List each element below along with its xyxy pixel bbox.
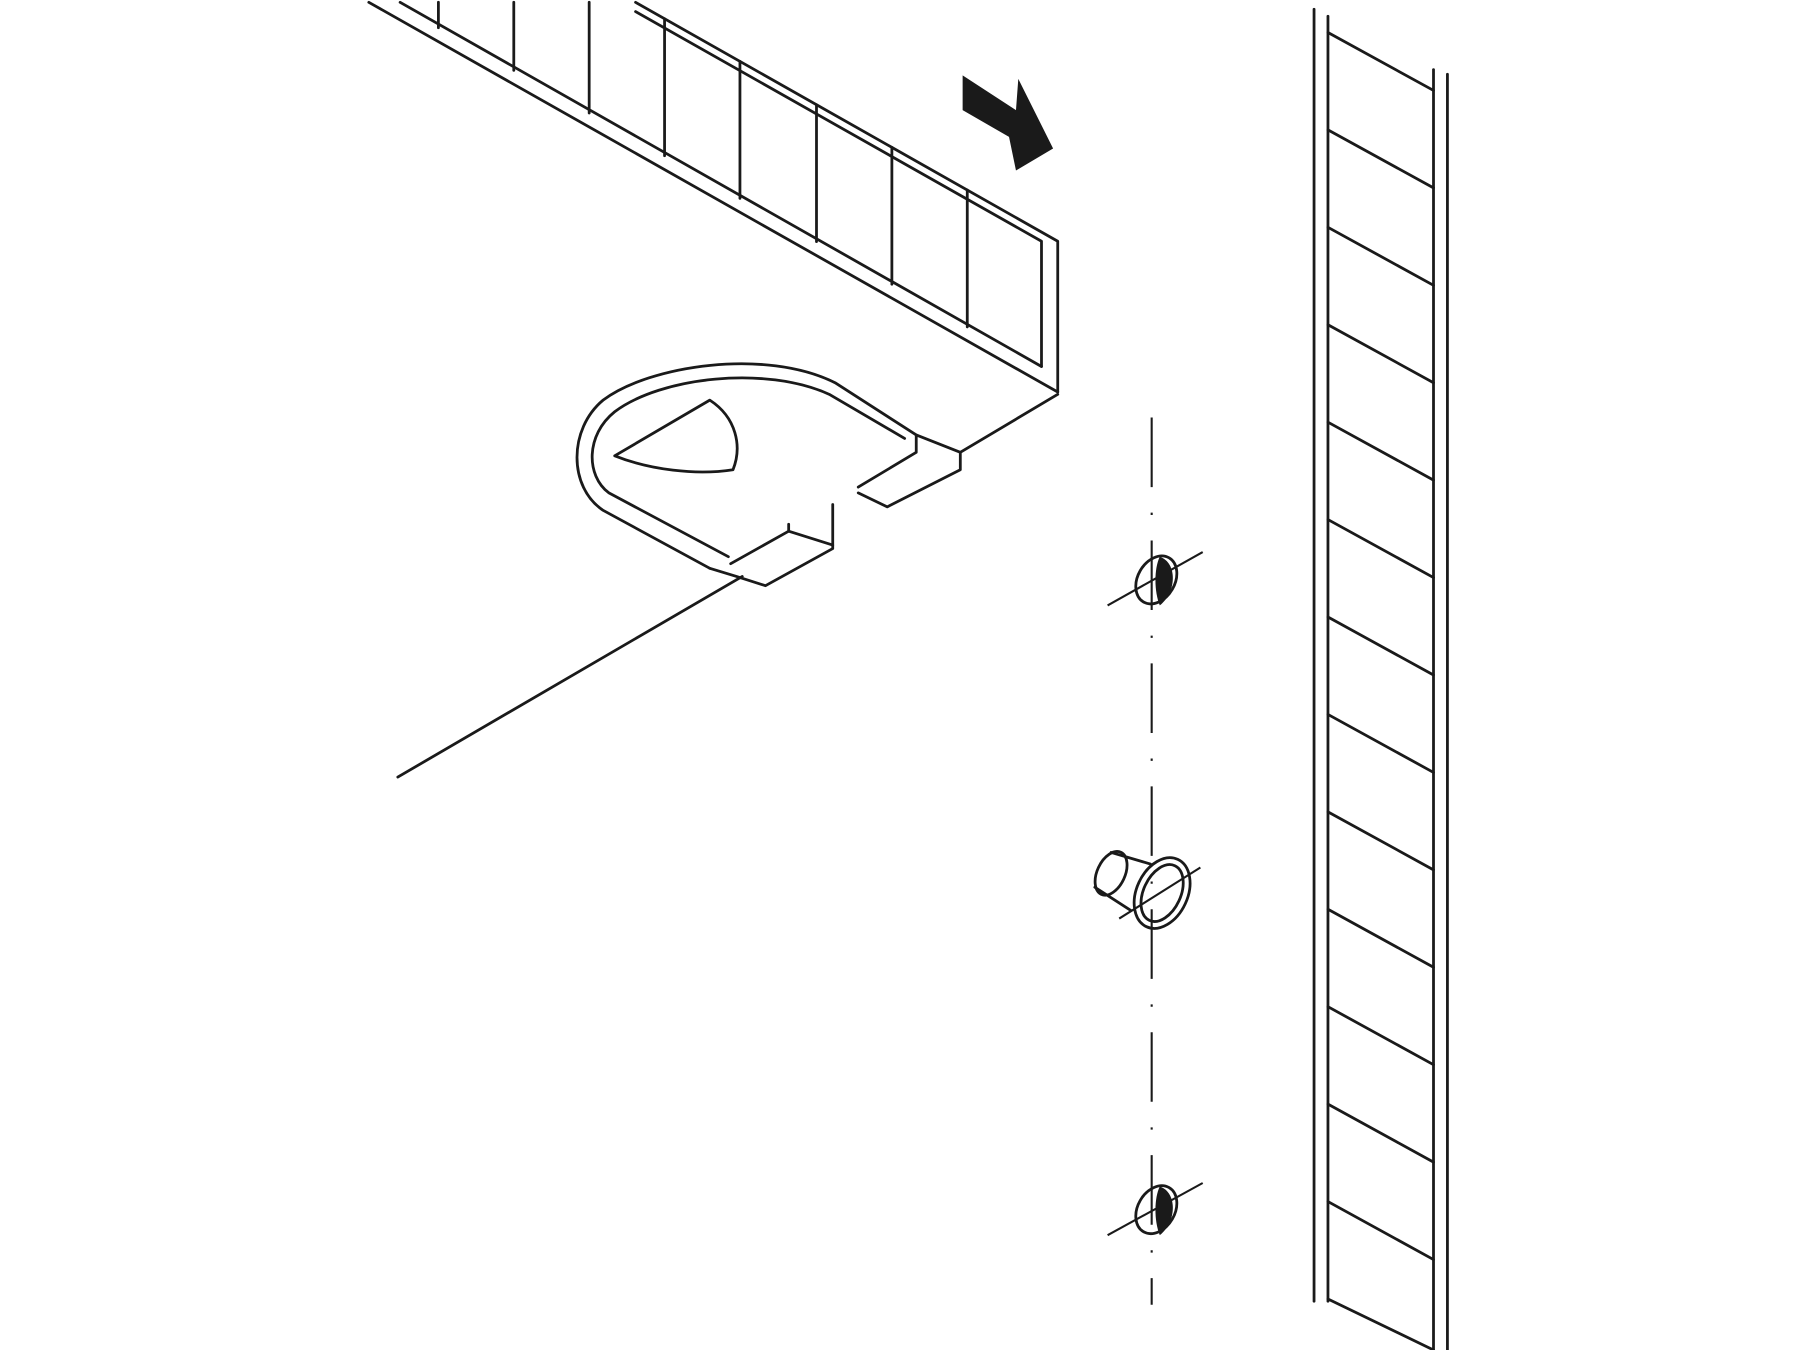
hatch-line [1326,420,1435,482]
shelf-edge-segments [437,0,969,329]
side-panel [1312,7,1449,1350]
hatch-line [1326,1200,1435,1261]
shelf-pin-sleeve [1093,850,1201,930]
hatch-line [1326,1005,1435,1067]
hatch-line [1326,713,1435,774]
direction-arrow-icon [962,75,1054,171]
hatch-line [1326,1102,1435,1164]
hatch-line [1326,810,1435,872]
hatch-line [1326,1297,1435,1350]
shelf [367,0,1060,779]
drill-hole-upper [1107,551,1204,607]
panel-hatching [1326,31,1435,1350]
hatch-line [1326,615,1435,677]
hatch-line [1326,225,1435,287]
hatch-line [1326,128,1435,190]
hatch-line [1326,907,1435,969]
hatch-line [1326,518,1435,579]
hatch-line [1326,31,1435,92]
drill-hole-lower [1107,1182,1204,1237]
hatch-line [1326,323,1435,385]
shelf-support-bracket [575,362,962,588]
